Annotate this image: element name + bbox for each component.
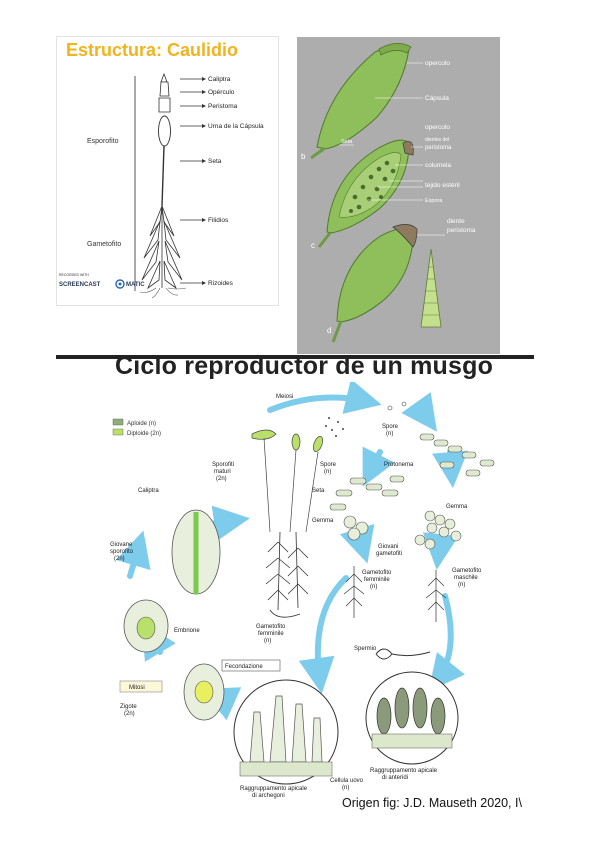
fecondazione-box bbox=[221, 659, 281, 672]
rizoides bbox=[139, 287, 187, 299]
label-rizoides: Rizoides bbox=[208, 280, 234, 287]
panel2-background bbox=[297, 37, 500, 354]
label-gf-bottom-2: femminile bbox=[258, 631, 284, 637]
label-tejido: tejido estéril bbox=[425, 182, 460, 189]
label-dientes: dientes del bbox=[425, 137, 449, 143]
spermio bbox=[375, 648, 431, 660]
moss-structure-diagram: Esporofito Gametofito bbox=[59, 72, 264, 299]
label-gf-femm-2: femminile bbox=[364, 577, 390, 583]
label-urna: Urna de la Cápsula bbox=[208, 123, 264, 130]
label-opercolo-c: opercolo bbox=[425, 124, 450, 131]
label-meiosi: Meiosi bbox=[276, 394, 293, 400]
label-spore-left: Spore bbox=[320, 462, 337, 468]
legend-haploid-swatch bbox=[112, 418, 124, 426]
watermark-brand: MATIC bbox=[126, 282, 145, 288]
label-spore-right-n: (n) bbox=[386, 431, 393, 437]
letter-c: c bbox=[311, 241, 315, 250]
label-cellula-uovo: Cellula uovo bbox=[330, 778, 364, 784]
label-caliptra: Caliptra bbox=[138, 488, 159, 494]
letter-b: b bbox=[301, 152, 306, 161]
label-giovani-gametofiti: gametofiti bbox=[376, 551, 402, 557]
filidios-leaves bbox=[141, 205, 183, 290]
gametofito-femminile-center bbox=[265, 531, 309, 618]
label-giovane-sporofito: sporofito bbox=[110, 549, 134, 555]
giovane-sporofito bbox=[171, 509, 221, 595]
label-capsula: Cápsula bbox=[425, 95, 449, 102]
zigote bbox=[183, 663, 225, 721]
label-zigote: Zigote bbox=[120, 704, 137, 710]
capsule-sections-diagram: b c d opercolo Cápsula opercolo dientes … bbox=[297, 37, 500, 354]
legend-haploid: Aploide (n) bbox=[127, 421, 156, 427]
label-peristoma: Peristoma bbox=[208, 103, 238, 110]
label-seta: Seta bbox=[312, 488, 325, 494]
label-spore-left-n: (n) bbox=[324, 469, 331, 475]
label-giovani: Giovani bbox=[378, 544, 398, 550]
archegonia-cluster bbox=[233, 679, 339, 785]
label-gf-bottom-n: (n) bbox=[264, 638, 271, 644]
label-seta: Seta bbox=[208, 158, 222, 165]
label-gf-masc-2: maschile bbox=[454, 575, 478, 581]
label-cellula-uovo-n: (n) bbox=[342, 785, 349, 791]
label-peristoma-c: peristoma bbox=[425, 145, 452, 151]
label-sporofiti: Sporofiti bbox=[212, 462, 234, 468]
label-filidios: Filidios bbox=[208, 217, 229, 224]
mitosi-box bbox=[119, 680, 163, 693]
label-seta-p2: Seta bbox=[341, 139, 353, 145]
embrione bbox=[123, 599, 169, 653]
label-anter-1: Raggruppamento apicale bbox=[370, 768, 438, 774]
label-giovane-n: (2n) bbox=[114, 556, 125, 562]
watermark-big: SCREENCAST bbox=[59, 282, 101, 288]
legend-diploid-swatch bbox=[112, 428, 124, 436]
label-espora: Espora bbox=[425, 198, 443, 204]
label-gemma-left: Gemma bbox=[312, 518, 334, 524]
capsule-urn bbox=[158, 115, 171, 147]
section-divider bbox=[56, 355, 534, 359]
seta-stalk bbox=[161, 145, 165, 207]
label-arch-2: di archegoni bbox=[252, 793, 285, 799]
label-gf-masc-n: (n) bbox=[458, 582, 465, 588]
label-arrows bbox=[180, 78, 202, 284]
label-gf-femm-n: (n) bbox=[370, 584, 377, 590]
watermark-small: RECORDED WITH bbox=[59, 273, 89, 277]
panel-caulidio bbox=[56, 36, 279, 306]
label-caliptra: Caliptra bbox=[208, 76, 231, 83]
label-maturi-n: (2n) bbox=[216, 476, 227, 482]
label-mitosi: Mitosi bbox=[129, 685, 145, 691]
label-embrione: Embrione bbox=[174, 628, 200, 634]
watermark-logo-icon bbox=[115, 279, 125, 289]
protonema bbox=[329, 433, 495, 511]
label-gf-femm: Gametofito bbox=[362, 570, 392, 576]
label-gametofito: Gametofito bbox=[87, 241, 121, 248]
figure-origin-caption: Origen fig: J.D. Mauseth 2020, I\ bbox=[342, 796, 522, 810]
label-gf-masc: Gametofito bbox=[452, 568, 482, 574]
gemma-cells bbox=[343, 510, 462, 550]
label-anter-2: di anteridi bbox=[382, 775, 408, 781]
label-maturi: maturi bbox=[214, 469, 231, 475]
label-zigote-n: (2n) bbox=[124, 711, 135, 717]
label-operculo: Opérculo bbox=[208, 89, 235, 96]
label-opercolo-b: opercolo bbox=[425, 60, 450, 67]
label-gf-bottom: Gametofito bbox=[256, 624, 286, 630]
peristome-tooth bbox=[420, 248, 442, 328]
label-spore-right: Spore bbox=[382, 424, 399, 430]
panel1-title: Estructura: Caulidio bbox=[66, 40, 239, 60]
label-diente-peristoma: peristoma bbox=[447, 227, 476, 234]
label-columela: columela bbox=[425, 162, 451, 169]
moss-life-cycle-diagram: Aploide (n) Diploide (2n) bbox=[110, 382, 495, 799]
label-gemma-right: Gemma bbox=[446, 504, 468, 510]
label-arch-1: Raggruppamento apicale bbox=[240, 786, 308, 792]
label-spermio: Spermio bbox=[354, 646, 377, 652]
label-diente: diente bbox=[447, 218, 465, 225]
label-esporofito: Esporofito bbox=[87, 138, 119, 145]
letter-d: d bbox=[327, 326, 331, 335]
antheridia-cluster bbox=[365, 671, 459, 765]
legend-diploid: Diploide (2n) bbox=[127, 431, 161, 437]
label-giovane: Giovane bbox=[110, 542, 133, 548]
label-fecondazione: Fecondazione bbox=[225, 664, 263, 670]
panel3-title: Ciclo reproductor de un musgo bbox=[115, 352, 494, 380]
label-protonema: Protonema bbox=[384, 462, 414, 468]
